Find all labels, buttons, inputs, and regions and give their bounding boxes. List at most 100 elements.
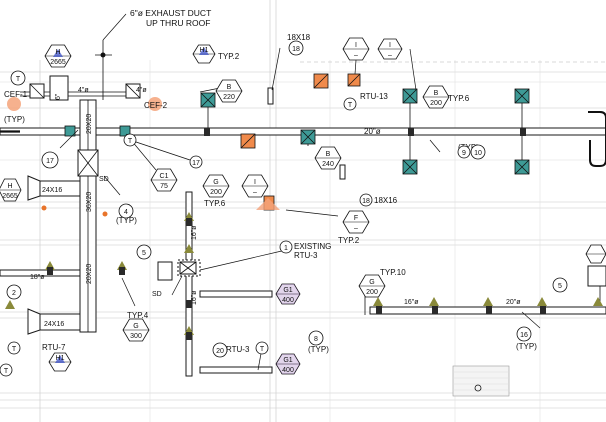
- hex-tag-blank_hex: [585, 244, 606, 264]
- note-duct-18x16: 18X16: [374, 196, 398, 205]
- note-duct-18x18: 18X18: [287, 33, 311, 42]
- note-typ-16: (TYP): [516, 342, 537, 351]
- register-18x16: [339, 164, 346, 180]
- hex-tag-h1_b: H1: [48, 352, 72, 372]
- supply-triangle-icon: [483, 297, 493, 306]
- callout-circle-label: 17: [46, 158, 54, 165]
- duct-fittings: [47, 128, 546, 340]
- diffuser-icon: [402, 88, 418, 104]
- hex-tag-letter: G1: [283, 287, 292, 294]
- callout-circle-t4: T: [255, 341, 269, 355]
- duct-size-24x16-lower: 24X16: [44, 321, 64, 328]
- callout-circle-n18a: 18: [288, 40, 304, 56]
- hex-tag-letter: B: [434, 90, 439, 97]
- callout-circle-n8: 8: [308, 330, 324, 346]
- exhaust-fan-marker-icon: [7, 97, 21, 111]
- callout-circle-n10: 10: [470, 144, 486, 160]
- note-exhaust-duct-line1: 6"ø EXHAUST DUCT: [130, 8, 211, 18]
- branch-duct-16-right: 16"ø 20"ø: [364, 283, 606, 315]
- label-rtu-13: RTU-13: [360, 92, 388, 101]
- duct-dia-16-vertical-2: 16"ø: [191, 290, 198, 305]
- hex-tag-value: –: [253, 189, 257, 196]
- diffuser-icon: [514, 159, 530, 175]
- callout-circle-label: 4: [124, 209, 128, 216]
- supply-diffusers: [64, 88, 530, 175]
- hex-tag-value: –: [354, 52, 358, 59]
- callout-circle-n18b: 18: [359, 193, 373, 207]
- callout-circle-t2: T: [343, 97, 357, 111]
- diffuser-icon: [200, 92, 216, 108]
- callout-circle-label: 5: [142, 250, 146, 257]
- duct-size-20x20-bottom: 20X20: [86, 264, 93, 284]
- label-smoke-detector: SD: [99, 176, 109, 183]
- unit-triangle-icon: [53, 49, 63, 57]
- callout-circle-label: T: [4, 368, 9, 375]
- hex-tag-value: 200: [366, 289, 378, 296]
- callout-circle-label: 20: [216, 348, 224, 355]
- drain-icon: [474, 384, 482, 392]
- diffuser-icon: [119, 125, 131, 137]
- hex-tag-i_dash_a: I–: [342, 37, 370, 61]
- hex-tag-letter: H: [55, 49, 60, 56]
- fire-damper-marker-icon: [41, 205, 47, 211]
- diffuser-icon: [402, 159, 418, 175]
- callout-circle-n16: 16: [516, 326, 532, 342]
- callout-circle-label: 5: [558, 283, 562, 290]
- callout-circle-label: T: [128, 138, 133, 145]
- callout-circle-n9: 9: [457, 145, 471, 159]
- hex-tag-f_dash: F–: [342, 210, 370, 234]
- supply-triangle-icon: [373, 297, 383, 306]
- diffuser-icon: [300, 129, 316, 145]
- hex-tag-value: 300: [130, 333, 142, 340]
- duct-dia-20-main: 20"ø: [364, 127, 381, 136]
- callout-circle-t1: T: [10, 70, 26, 86]
- note-typ-10-main: (TYP): [458, 143, 479, 152]
- diffuser-icon: [64, 125, 76, 137]
- hex-tag-value: 240: [322, 161, 334, 168]
- label-cef-1: CEF-1: [4, 90, 28, 99]
- duct-dia-6: 6": [55, 93, 62, 100]
- hex-tag-value: 200: [210, 189, 222, 196]
- hex-tag-letter: G: [213, 179, 218, 186]
- duct-size-36x20: 36X20: [86, 192, 93, 212]
- fire-damper-marker-icon: [102, 211, 108, 217]
- callout-circle-n1: 1: [279, 240, 293, 254]
- callout-circle-n5a: 5: [136, 244, 152, 260]
- callout-circle-label: 1: [284, 245, 288, 252]
- exhaust-grille-icon: [240, 133, 256, 149]
- exhaust-grille-icon: [313, 73, 329, 89]
- callout-circle-n2: 2: [6, 284, 22, 300]
- hex-tag-value: 400: [282, 297, 294, 304]
- exhaust-duct-top: 6" 4"ø 4"ø: [20, 40, 147, 101]
- label-smoke-detector-2: SD: [152, 291, 162, 298]
- callout-circle-label: 18: [292, 46, 300, 53]
- supply-triangle-icon: [5, 300, 15, 309]
- hex-tag-value: 400: [282, 367, 294, 374]
- hex-tag-letter: C1: [160, 173, 169, 180]
- note-typ-2-top: TYP.2: [218, 52, 240, 61]
- callout-circle-label: 17: [192, 160, 200, 167]
- hex-tag-letter: G1: [283, 357, 292, 364]
- label-existing-line2: RTU-3: [294, 251, 318, 260]
- label-rtu-7: RTU-7: [42, 343, 66, 352]
- hex-tag-h1_a: H1: [192, 44, 216, 64]
- note-typ-8: (TYP): [308, 345, 329, 354]
- hex-tag-letter: I: [355, 42, 357, 49]
- hex-tag-i_dash_c: I–: [241, 174, 269, 198]
- callout-circle-n17a: 17: [41, 151, 59, 169]
- hex-tag-letter: H1: [200, 47, 209, 54]
- callout-circle-t6: T: [123, 133, 137, 147]
- note-typ-left: (TYP): [4, 115, 25, 124]
- unit-triangle-icon: [55, 355, 65, 363]
- exhaust-fan-marker-icon: [148, 97, 162, 111]
- label-rtu-3: RTU-3: [226, 345, 250, 354]
- supply-triangle-icon: [184, 244, 194, 253]
